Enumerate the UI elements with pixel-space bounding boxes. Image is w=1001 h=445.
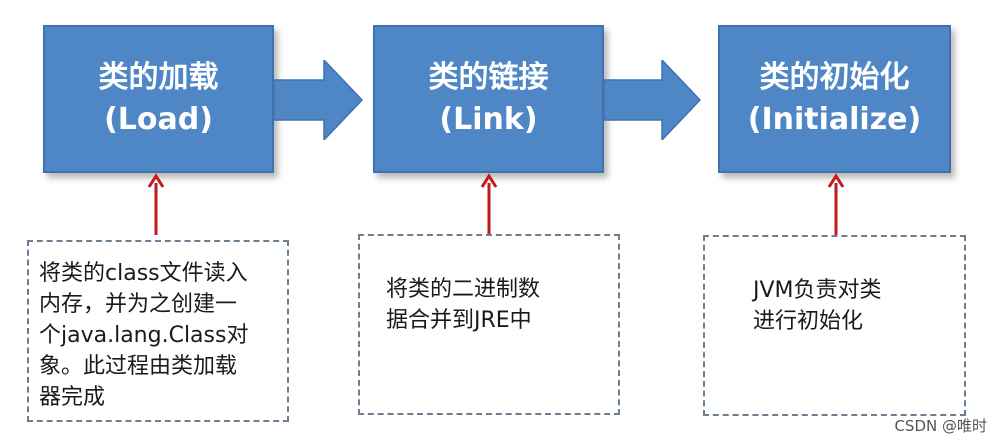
note-line: 将类的二进制数: [386, 277, 541, 302]
stage-load-subtitle: (Load): [104, 102, 213, 137]
link-description-note: 将类的二进制数 据合并到JRE中: [358, 234, 620, 415]
note-line: 进行初始化: [753, 309, 864, 334]
pointer-arrow-up-icon: [827, 173, 845, 235]
stage-load-box: 类的加载 (Load): [43, 25, 274, 173]
note-line: 内存，并为之创建一: [39, 292, 238, 317]
pointer-arrow-up-icon: [480, 173, 498, 235]
stage-link-box: 类的链接 (Link): [373, 25, 604, 173]
stage-initialize-box: 类的初始化 (Initialize): [718, 25, 951, 173]
flow-arrow-right-icon: [604, 60, 702, 140]
initialize-description-note: JVM负责对类 进行初始化: [703, 235, 966, 416]
watermark: CSDN @唯时: [894, 417, 987, 435]
note-line: 将类的class文件读入: [39, 261, 248, 286]
stage-load-title: 类的加载: [98, 60, 219, 95]
note-line: 据合并到JRE中: [386, 308, 532, 333]
note-line: 象。此过程由类加载: [39, 354, 238, 379]
pointer-arrow-up-icon: [147, 173, 165, 235]
note-line: JVM负责对类: [753, 278, 882, 303]
stage-initialize-title: 类的初始化: [759, 60, 910, 95]
note-line: 个java.lang.Class对: [39, 323, 249, 348]
stage-initialize-subtitle: (Initialize): [747, 102, 922, 137]
flow-arrow-right-icon: [274, 60, 364, 140]
stage-link-title: 类的链接: [428, 60, 549, 95]
stage-link-subtitle: (Link): [439, 102, 538, 137]
load-description-note: 将类的class文件读入 内存，并为之创建一 个java.lang.Class对…: [27, 240, 289, 422]
note-line: 器完成: [39, 385, 106, 410]
